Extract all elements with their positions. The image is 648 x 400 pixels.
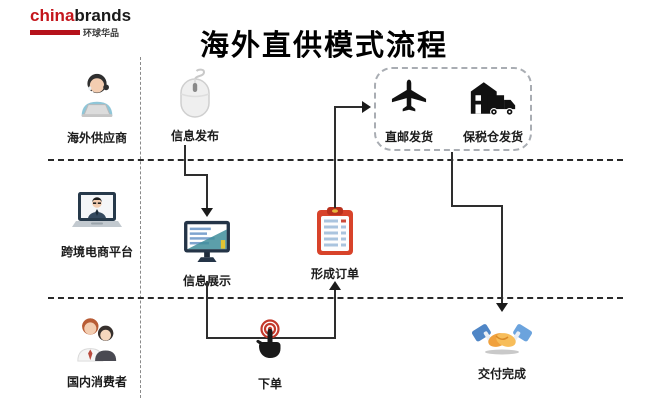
connector-display-down xyxy=(206,281,208,339)
logo-tagline: 环球华品 xyxy=(83,28,120,38)
node-label-place-order: 下单 xyxy=(257,377,282,391)
connector-publish-display-seg3 xyxy=(206,174,208,210)
logo-text-brands: brands xyxy=(74,6,132,25)
node-info-display: 信息展示 xyxy=(172,219,242,289)
chinabrands-logo: chinabrands 环球华品 xyxy=(30,7,131,39)
lane-ecommerce-platform: 跨境电商平台 xyxy=(53,190,141,260)
shipping-options-group: 直邮发货 保税仓发货 xyxy=(374,67,532,151)
businessman-screen-icon xyxy=(72,190,122,239)
handshake-icon xyxy=(471,316,533,361)
connector-order-box-horizontal xyxy=(334,106,364,108)
mouse-icon xyxy=(177,68,213,123)
logo-wordmark: chinabrands xyxy=(30,7,131,25)
arrowhead-into-shipping-box xyxy=(362,101,371,113)
lane-overseas-supplier: 海外供应商 xyxy=(53,70,141,146)
monitor-icon xyxy=(181,219,233,268)
node-label-direct-mail: 直邮发货 xyxy=(384,130,433,144)
node-delivery-complete: 交付完成 xyxy=(462,316,542,382)
node-direct-mail: 直邮发货 xyxy=(377,77,441,145)
connector-publish-display-seg1 xyxy=(184,145,186,176)
connector-up-to-order xyxy=(334,289,336,339)
node-place-order: 下单 xyxy=(242,318,298,392)
lane-label-domestic-consumers: 国内消费者 xyxy=(66,375,127,389)
lane-domestic-consumers: 国内消费者 xyxy=(53,314,141,390)
arrowhead-into-order xyxy=(329,281,341,290)
node-label-bonded-warehouse: 保税仓发货 xyxy=(462,130,523,144)
node-label-form-order: 形成订单 xyxy=(310,267,359,281)
node-bonded-warehouse: 保税仓发货 xyxy=(457,77,529,145)
connector-publish-display-seg2 xyxy=(184,174,208,176)
lane-divider-vertical xyxy=(140,57,141,398)
connector-box-down-seg2 xyxy=(451,205,503,207)
logo-subline: 环球华品 xyxy=(30,26,131,39)
arrowhead-into-display xyxy=(201,208,213,217)
consumers-icon xyxy=(74,314,120,369)
arrowhead-into-delivery xyxy=(496,303,508,312)
node-label-delivery-complete: 交付完成 xyxy=(477,367,526,381)
order-clipboard-icon xyxy=(315,206,355,261)
logo-underline-bar xyxy=(30,30,80,35)
click-hand-icon xyxy=(250,318,290,371)
node-form-order: 形成订单 xyxy=(300,206,370,282)
support-agent-icon xyxy=(74,70,120,125)
lane-label-ecommerce-platform: 跨境电商平台 xyxy=(60,245,133,259)
warehouse-truck-icon xyxy=(469,77,517,124)
airplane-icon xyxy=(388,77,430,124)
node-info-publish: 信息发布 xyxy=(160,68,230,144)
connector-order-up xyxy=(334,106,336,208)
node-label-info-publish: 信息发布 xyxy=(170,129,219,143)
logo-text-china: china xyxy=(30,6,75,25)
page-title: 海外直供模式流程 xyxy=(199,30,448,62)
connector-box-down-seg1 xyxy=(451,152,453,207)
lane-label-overseas-supplier: 海外供应商 xyxy=(66,131,127,145)
connector-box-down-seg3 xyxy=(501,205,503,305)
